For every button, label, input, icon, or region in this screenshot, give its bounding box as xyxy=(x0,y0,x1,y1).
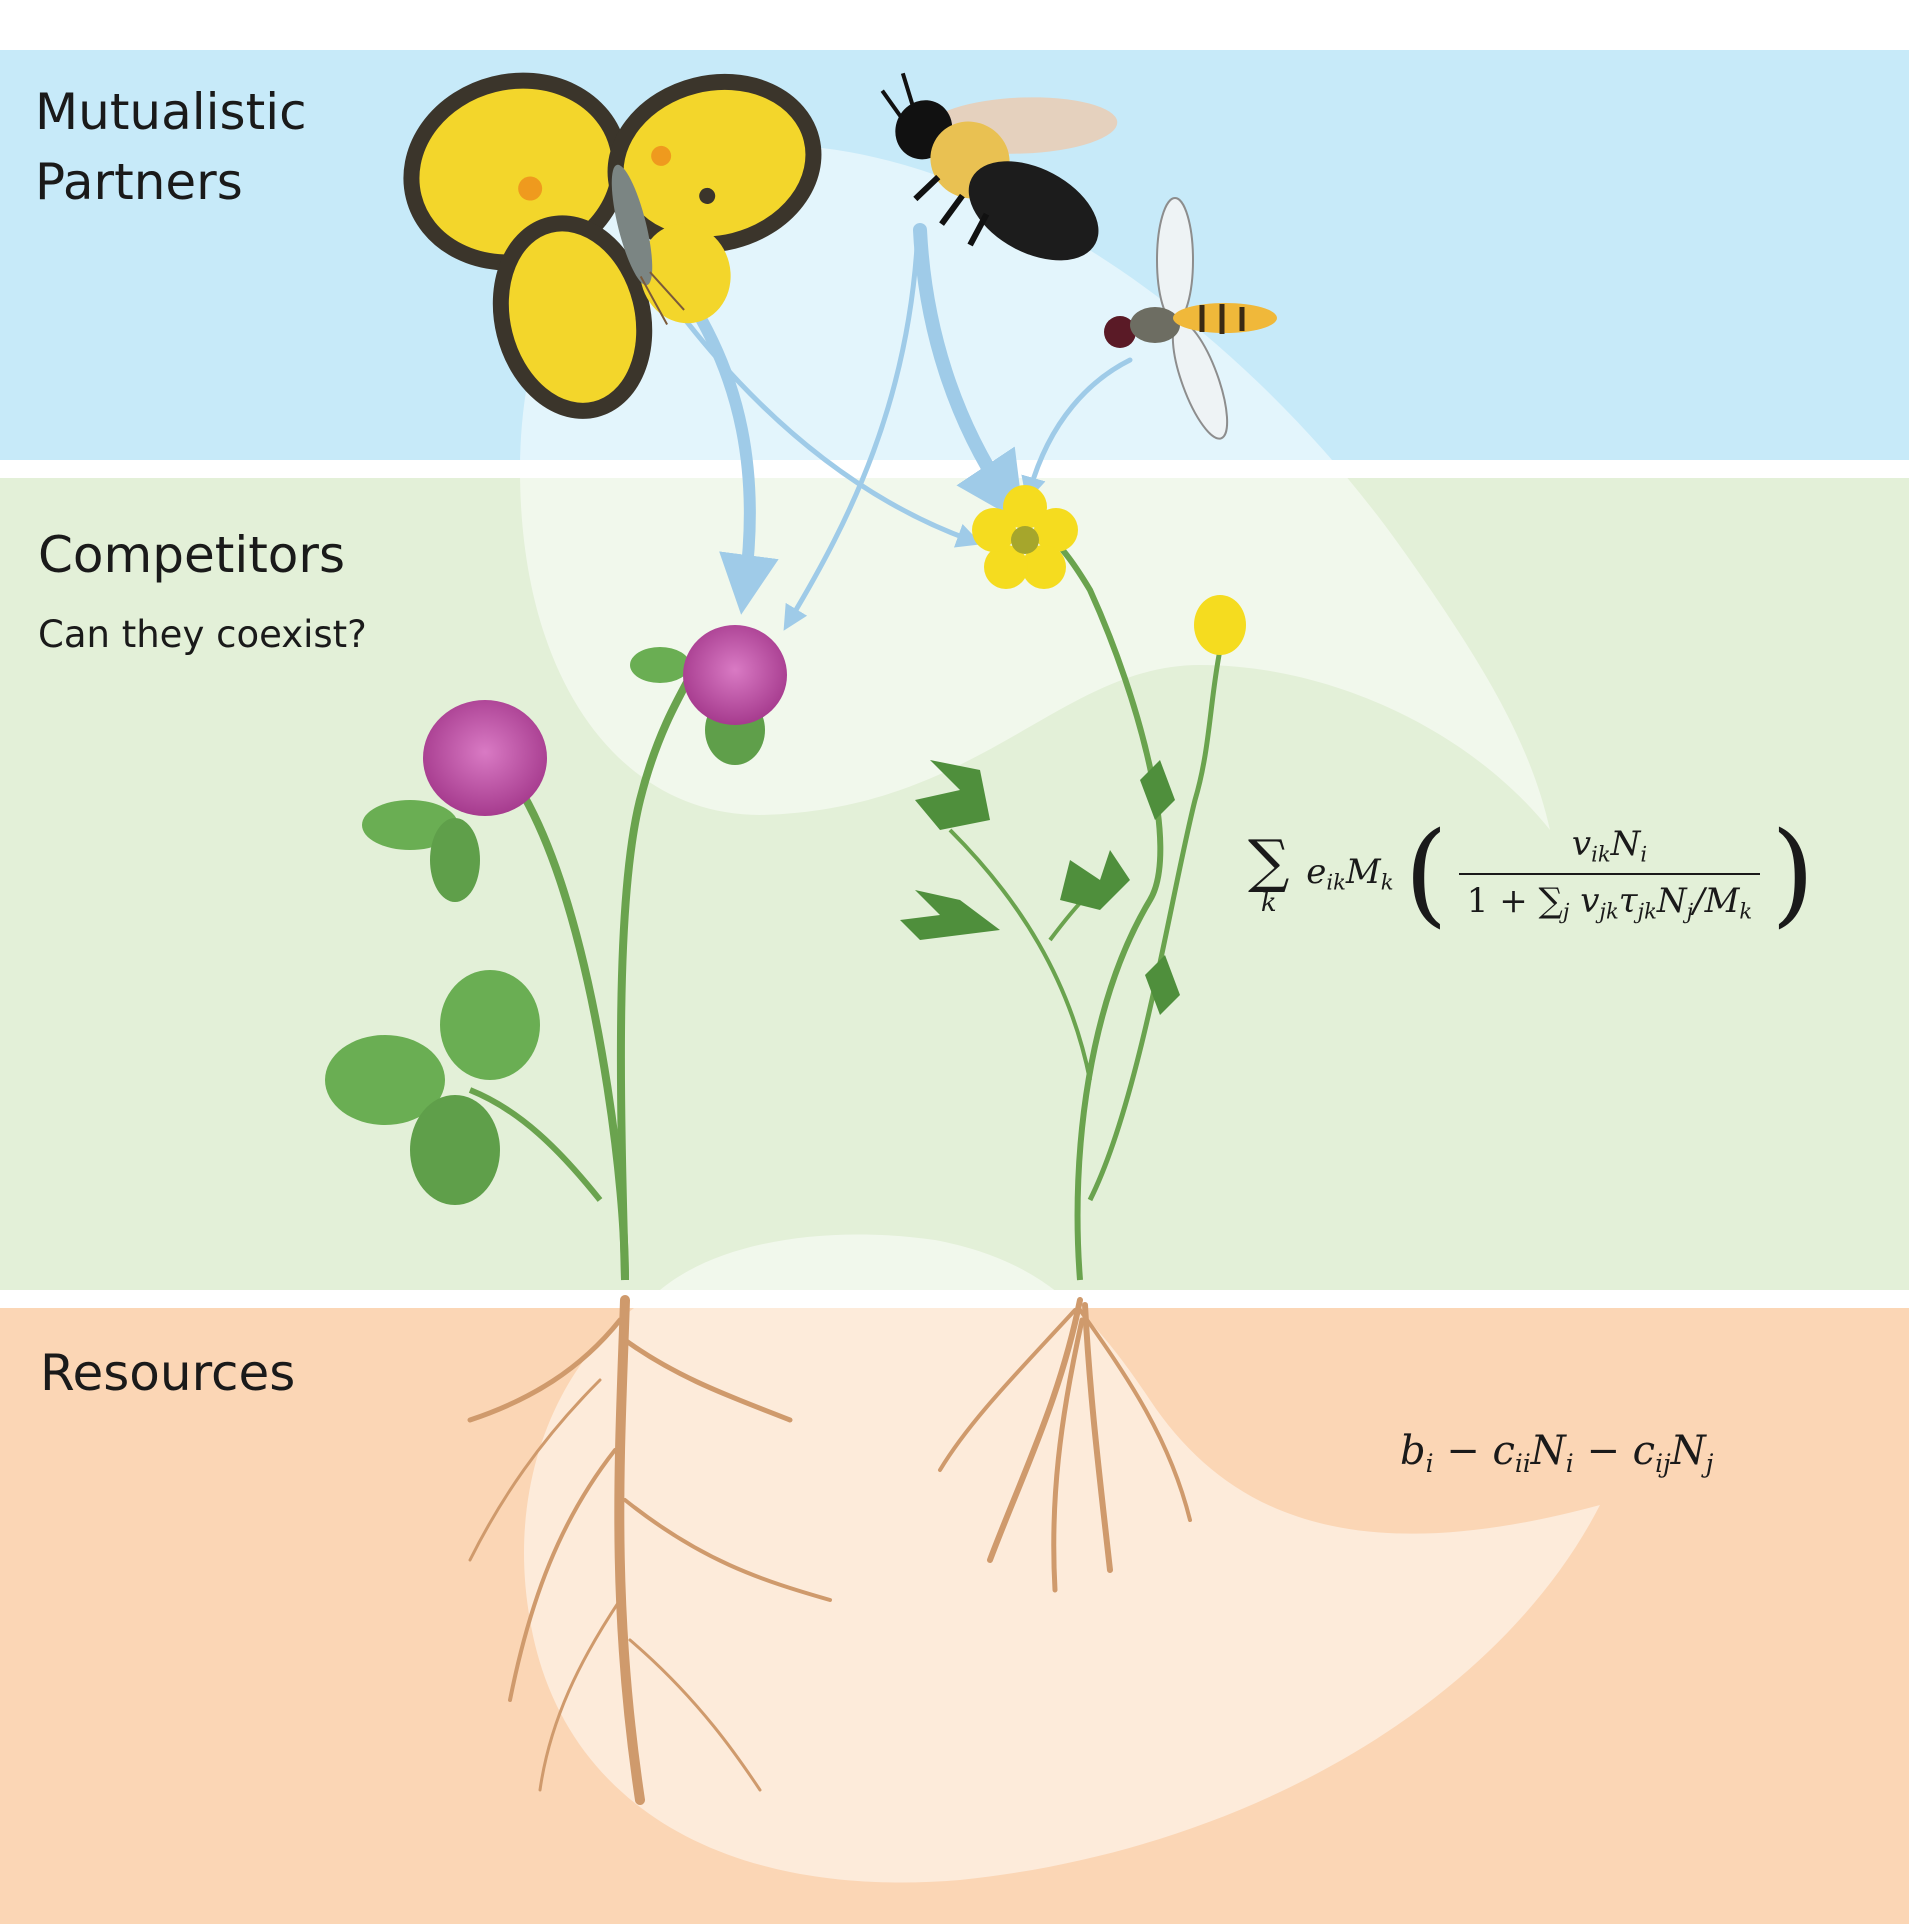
competitors-subtitle: Can they coexist? xyxy=(38,613,367,656)
resource-highlight-shape xyxy=(523,1234,1600,1883)
mutualism-equation: ∑ k eikMk ( vikNi 1 + ∑j vjkτjkNj/Mk ) xyxy=(1248,809,1815,939)
resource-equation: bi − ciiNi − cijNj xyxy=(1400,1428,1714,1478)
hoverfly-icon xyxy=(1104,197,1277,440)
buttercup-roots-icon xyxy=(938,1297,1192,1593)
bumblebee-icon xyxy=(880,72,1118,261)
mutualists-title-line1: Mutualistic xyxy=(35,83,307,141)
pollination-arrows xyxy=(667,223,1133,631)
resources-title: Resources xyxy=(40,1344,296,1402)
buttercup-plant-icon xyxy=(900,485,1246,1281)
competitors-title: Competitors xyxy=(38,526,346,584)
arrow-bee-to-buttercup xyxy=(913,223,1025,525)
mutualism-fraction: vikNi 1 + ∑j vjkτjkNj/Mk xyxy=(1458,824,1761,924)
clover-roots-icon xyxy=(467,1295,832,1805)
arrow-butterfly-to-clover xyxy=(684,294,779,615)
butterfly-icon xyxy=(403,72,822,419)
sum-operator: ∑ k xyxy=(1248,827,1290,918)
arrow-hoverfly-to-buttercup xyxy=(1021,357,1133,503)
clover-plant-icon xyxy=(325,625,787,1281)
arrow-butterfly-to-buttercup xyxy=(667,297,982,548)
arrow-bee-to-clover xyxy=(783,227,921,631)
mutualists-title-line2: Partners xyxy=(35,153,243,211)
